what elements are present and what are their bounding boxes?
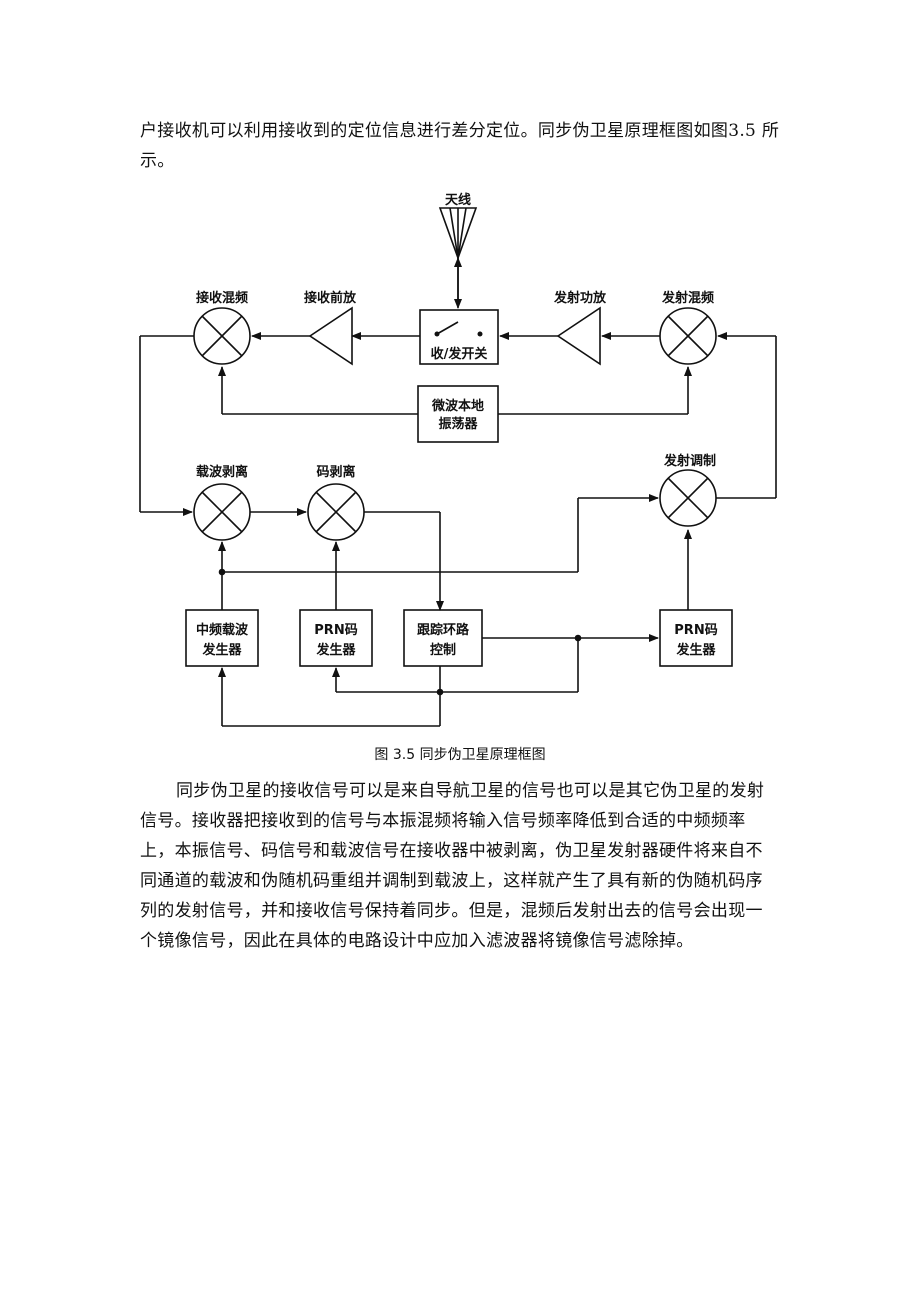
carrier-strip-icon xyxy=(193,483,251,541)
tx-modulation-label: 发射调制 xyxy=(663,453,716,469)
tx-modulation-icon xyxy=(659,469,717,527)
rx-preamp-label: 接收前放 xyxy=(304,290,357,306)
block-diagram: 天线 接收混频 接收前放 发射功放 发射混频 收/发开关 微波本地 振荡器 载波… xyxy=(139,192,777,727)
antenna-label: 天线 xyxy=(445,192,471,208)
tx-mixer-icon xyxy=(659,307,717,365)
tracking-label-2: 控制 xyxy=(430,642,456,658)
prn-generator-2-box xyxy=(659,609,733,667)
rx-mixer-icon xyxy=(193,307,251,365)
tx-mixer-label: 发射混频 xyxy=(661,290,714,306)
lo-label-2: 振荡器 xyxy=(438,416,478,432)
tx-amp-icon xyxy=(556,306,601,366)
local-oscillator-box xyxy=(417,385,499,443)
tx-rx-switch-box xyxy=(419,309,499,365)
code-strip-icon xyxy=(307,483,365,541)
if-gen-label-2: 发生器 xyxy=(201,642,242,658)
intro-paragraph: 户接收机可以利用接收到的定位信息进行差分定位。同步伪卫星原理框图如图3.5 所示… xyxy=(140,121,780,171)
figure-caption: 图 3.5 同步伪卫星原理框图 xyxy=(374,747,546,763)
switch-label: 收/发开关 xyxy=(431,346,488,362)
antenna-icon xyxy=(438,207,478,261)
prn-gen-label-2: 发生器 xyxy=(315,642,356,658)
carrier-strip-label: 载波剥离 xyxy=(196,464,248,480)
tx-amp-label: 发射功放 xyxy=(553,290,607,306)
rx-preamp-icon xyxy=(308,306,353,366)
prn-gen2-label-1: PRN码 xyxy=(674,623,717,638)
rx-mixer-label: 接收混频 xyxy=(196,290,248,306)
prn-gen-label-1: PRN码 xyxy=(314,623,357,638)
body-paragraph: 同步伪卫星的接收信号可以是来自导航卫星的信号也可以是其它伪卫星的发射信号。接收器… xyxy=(140,781,765,951)
if-gen-label-1: 中频载波 xyxy=(196,622,249,638)
prn-gen2-label-2: 发生器 xyxy=(675,642,716,658)
tracking-label-1: 跟踪环路 xyxy=(417,622,470,638)
code-strip-label: 码剥离 xyxy=(316,464,355,480)
lo-label-1: 微波本地 xyxy=(431,398,484,414)
